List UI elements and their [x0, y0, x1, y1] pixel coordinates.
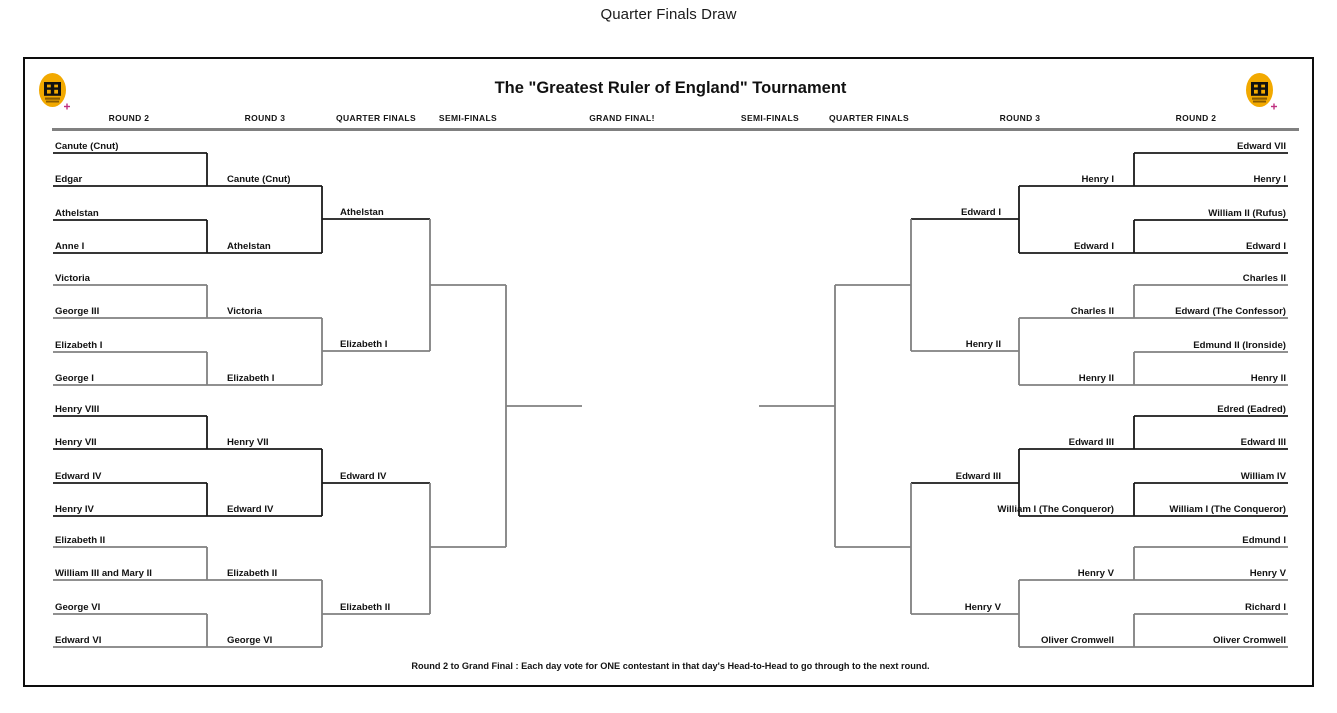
- round-header: SEMI-FINALS: [740, 113, 800, 123]
- bracket-slot[interactable]: Henry VII: [227, 437, 269, 448]
- bracket-slot[interactable]: Henry V: [964, 602, 1001, 613]
- bracket-slot[interactable]: Edgar: [55, 174, 83, 185]
- bracket-lines: [53, 152, 1288, 648]
- bracket-slot[interactable]: Richard I: [1244, 602, 1286, 613]
- bracket-slot[interactable]: William I (The Conqueror): [1169, 504, 1286, 515]
- round-header: GRAND FINAL!: [589, 113, 655, 123]
- bracket-slot[interactable]: Henry VIII: [55, 404, 100, 415]
- bracket-slot[interactable]: Henry I: [1081, 174, 1114, 185]
- round-header: ROUND 3: [999, 113, 1041, 123]
- round-header: QUARTER FINALS: [829, 113, 909, 123]
- bracket-slot[interactable]: William III and Mary II: [55, 568, 152, 579]
- tournament-logo-right: [1244, 71, 1278, 115]
- bracket-slot[interactable]: Edward I: [961, 207, 1001, 218]
- bracket-slot[interactable]: Elizabeth II: [340, 602, 391, 613]
- bracket-slot[interactable]: Edred (Eadred): [1217, 404, 1286, 415]
- bracket-slot[interactable]: William II (Rufus): [1208, 208, 1286, 219]
- bracket-slot[interactable]: Edmund II (Ironside): [1193, 340, 1286, 351]
- header-divider: [52, 128, 1299, 131]
- round-header: SEMI-FINALS: [438, 113, 498, 123]
- bracket-slot[interactable]: Edward III: [1068, 437, 1114, 448]
- bracket-slot[interactable]: Henry II: [1250, 373, 1286, 384]
- bracket-slot[interactable]: Athelstan: [55, 208, 99, 219]
- bracket-slot[interactable]: Canute (Cnut): [55, 141, 119, 152]
- bracket-slot[interactable]: Victoria: [55, 273, 91, 284]
- round-header: ROUND 2: [108, 113, 150, 123]
- bracket-slot[interactable]: Elizabeth I: [340, 339, 388, 350]
- round-headers: ROUND 2 ROUND 3 QUARTER FINALS SEMI-FINALS G…: [25, 113, 1316, 129]
- bracket-slot[interactable]: Edward (The Confessor): [1175, 306, 1286, 317]
- bracket-slot[interactable]: Oliver Cromwell: [1212, 635, 1286, 646]
- tournament-logo-left: [37, 71, 71, 115]
- bracket-slot[interactable]: Edward IV: [227, 504, 274, 515]
- bracket-slot[interactable]: Edward III: [1240, 437, 1286, 448]
- bracket-slot[interactable]: Athelstan: [227, 241, 271, 252]
- bracket-slot[interactable]: William I (The Conqueror): [997, 504, 1114, 515]
- bracket-slot[interactable]: Henry II: [1078, 373, 1114, 384]
- bracket-slot[interactable]: Henry V: [1249, 568, 1286, 579]
- bracket-slot[interactable]: Charles II: [1070, 306, 1114, 317]
- bracket-slot[interactable]: Henry I: [1253, 174, 1286, 185]
- bracket-slot[interactable]: Edmund I: [1242, 535, 1286, 546]
- bracket-slot[interactable]: William IV: [1240, 471, 1286, 482]
- bracket-slot[interactable]: Henry IV: [55, 504, 94, 515]
- bracket-slot[interactable]: Edward III: [955, 471, 1001, 482]
- bracket-slot[interactable]: Victoria: [227, 306, 263, 317]
- bracket-slot[interactable]: Edward VII: [1236, 141, 1286, 152]
- bracket-slot[interactable]: Elizabeth I: [55, 340, 103, 351]
- bracket-slot[interactable]: Edward IV: [55, 471, 102, 482]
- tournament-board: The "Greatest Ruler of England" Tourname…: [23, 57, 1314, 687]
- bracket-slot[interactable]: Elizabeth I: [227, 373, 275, 384]
- bracket-slot[interactable]: George VI: [227, 635, 273, 646]
- bracket-slot[interactable]: Oliver Cromwell: [1040, 635, 1114, 646]
- bracket-slot[interactable]: George VI: [55, 602, 101, 613]
- bracket-slot[interactable]: Elizabeth II: [55, 535, 106, 546]
- board-title: The "Greatest Ruler of England" Tourname…: [494, 79, 847, 97]
- bracket-slot[interactable]: George I: [55, 373, 94, 384]
- bracket-slot[interactable]: Henry VII: [55, 437, 97, 448]
- bracket-slot[interactable]: Charles II: [1242, 273, 1286, 284]
- bracket-slot[interactable]: Canute (Cnut): [227, 174, 291, 185]
- bracket-slot[interactable]: Edward I: [1246, 241, 1286, 252]
- page-title: Quarter Finals Draw: [600, 6, 737, 23]
- bracket-slot[interactable]: Edward IV: [340, 471, 387, 482]
- footer-note: Round 2 to Grand Final : Each day vote f…: [411, 661, 930, 671]
- round-header: QUARTER FINALS: [336, 113, 416, 123]
- bracket-slot[interactable]: Henry V: [1077, 568, 1114, 579]
- round-header: ROUND 2: [1175, 113, 1217, 123]
- bracket-slot[interactable]: George III: [55, 306, 100, 317]
- bracket-slot[interactable]: Anne I: [55, 241, 85, 252]
- round-header: ROUND 3: [244, 113, 286, 123]
- bracket-slot[interactable]: Edward I: [1074, 241, 1114, 252]
- bracket-slot[interactable]: Athelstan: [340, 207, 384, 218]
- bracket-slot[interactable]: Henry II: [965, 339, 1001, 350]
- bracket-slot[interactable]: Edward VI: [55, 635, 102, 646]
- bracket-slot[interactable]: Elizabeth II: [227, 568, 278, 579]
